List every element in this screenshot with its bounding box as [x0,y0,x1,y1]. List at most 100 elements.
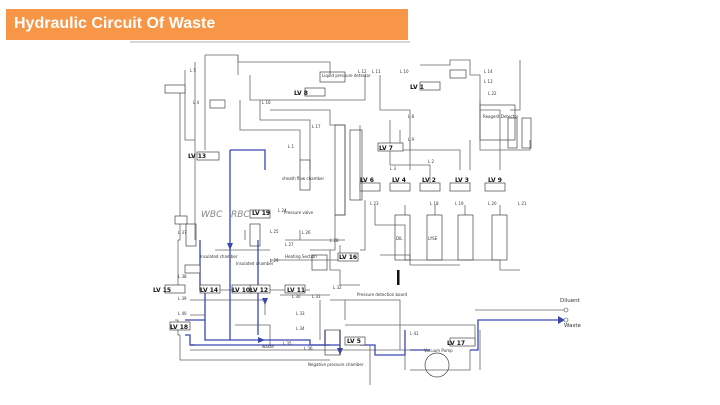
svg-text:L 34: L 34 [296,326,305,331]
diluent-connector [563,307,569,313]
waste-connector [563,317,569,323]
negative-pressure-chamber-label: Negative pressure chamber [308,362,364,367]
valve-label: LV 17 [447,340,465,347]
pressure-valve-label: Pressure valve [284,210,314,215]
svg-text:L 35: L 35 [283,341,292,346]
valve-label: LV 13 [188,153,206,160]
lyse-tank-2 [457,214,474,261]
valve-label: LV 1 [410,84,424,91]
rbc-bath [249,223,261,247]
svg-text:L 24: L 24 [278,208,287,213]
svg-text:L 37: L 37 [178,230,187,235]
slide-title-bar: Hydraulic Circuit Of Waste [6,9,408,40]
reagent-detector-label: Reagent Detector [483,114,519,119]
sheath-flow-chamber-label: sheath flow chamber [282,176,324,181]
pressure-board-marker [397,270,400,285]
svg-text:L 4: L 4 [193,100,200,105]
svg-text:L 9: L 9 [408,137,415,142]
svg-text:L 10: L 10 [400,69,409,74]
lyse-tank-1 [426,214,443,261]
waste-out-arrow [558,316,565,324]
insulated-chamber-label-1: Insulated chamber [200,254,238,259]
valve-label: LV 18 [170,324,188,331]
valve-label: LV 16 [339,254,357,261]
component-labels: Liquid pressure detector Reagent Detecto… [200,73,581,367]
reagent-bottle-2 [521,117,532,149]
diluent-label: Diluent [560,298,581,304]
svg-text:L 32: L 32 [333,285,342,290]
svg-text:L 29: L 29 [270,258,279,263]
svg-text:L 23: L 23 [370,201,379,206]
dil-tank [394,214,411,261]
svg-text:L 1: L 1 [288,144,295,149]
pressure-detection-board-label: Pressure detection board [357,292,408,297]
waste-outlet-label: waste [262,344,274,349]
waste-label: Waste [564,323,581,329]
lyse-label: LYSE [428,236,438,241]
insulated-chamber-label-2: Insulated chamber [236,261,274,266]
valve-symbols [164,81,506,347]
svg-text:L 2: L 2 [428,159,435,164]
wbc-bath [185,223,197,247]
tanks [185,69,532,378]
svg-text:L 19: L 19 [455,201,464,206]
flow-arrows [203,243,565,355]
valve-label: LV 6 [360,177,374,184]
svg-text:L 30: L 30 [292,294,301,299]
liquid-pressure-detector-label: Liquid pressure detector [322,73,371,78]
vacuum-pump-label: Vacuum Pump [424,348,453,353]
valve-label: LV 11 [287,287,305,294]
vacuum-pump-symbol [424,352,450,378]
valve-label: LV 7 [379,145,393,152]
reagent-detector-box [479,104,516,141]
valve-labels: LV 8 LV 1 LV 6 LV 4 LV 2 LV 3 LV 9 LV 7 … [153,84,502,347]
wbc-label: WBC [201,210,223,220]
svg-text:L 25: L 25 [270,229,279,234]
svg-text:L 12: L 12 [358,69,367,74]
sheath-flow-chamber-box [299,159,311,191]
svg-text:L 20: L 20 [488,201,497,206]
svg-text:L 14: L 14 [484,69,493,74]
valve-label: LV 3 [455,177,469,184]
valve-label: LV 12 [250,287,268,294]
svg-text:L 31: L 31 [312,294,321,299]
valve-label: LV 9 [488,177,502,184]
svg-text:L 38: L 38 [178,274,187,279]
valve-label: LV 4 [392,177,406,184]
valve-label: LV 19 [252,210,270,217]
lyse-tank-3 [491,214,508,261]
svg-text:L 22: L 22 [488,91,497,96]
valve-label: LV 8 [294,90,308,97]
valve-label: LV 10 [232,287,250,294]
svg-text:L 8: L 8 [408,114,415,119]
svg-text:L 21: L 21 [518,201,527,206]
slide-title: Hydraulic Circuit Of Waste [14,15,216,32]
svg-text:L 17: L 17 [312,124,321,129]
svg-text:L 41: L 41 [410,331,419,336]
heating-section-box [311,254,328,271]
svg-text:L 28: L 28 [330,238,339,243]
valve-label: LV 14 [200,287,218,294]
svg-text:L 18: L 18 [430,201,439,206]
negative-pressure-chamber-box [324,329,341,356]
svg-text:L 26: L 26 [302,230,311,235]
svg-text:L 13: L 13 [484,79,493,84]
svg-text:L 39: L 39 [178,296,187,301]
heating-section-label: Heating Section [285,254,317,259]
svg-text:L 33: L 33 [296,311,305,316]
svg-text:L 36: L 36 [304,346,313,351]
svg-text:L 3: L 3 [390,166,397,171]
svg-text:L 27: L 27 [285,242,294,247]
dil-label: DIL [396,236,403,241]
svg-text:L 40: L 40 [178,311,187,316]
reagent-bottle-1 [507,117,518,149]
svg-text:L 11: L 11 [372,69,381,74]
line-labels: L 12 L 11 L 10 L 5 L 14 L 13 L 4 L 16 L … [178,68,527,351]
valve-label: LV 2 [422,177,436,184]
svg-text:L 5: L 5 [190,68,197,73]
circuit-lines [175,54,531,385]
valve-label: LV 5 [347,338,361,345]
svg-text:L 16: L 16 [262,100,271,105]
valve-label: LV 15 [153,287,171,294]
